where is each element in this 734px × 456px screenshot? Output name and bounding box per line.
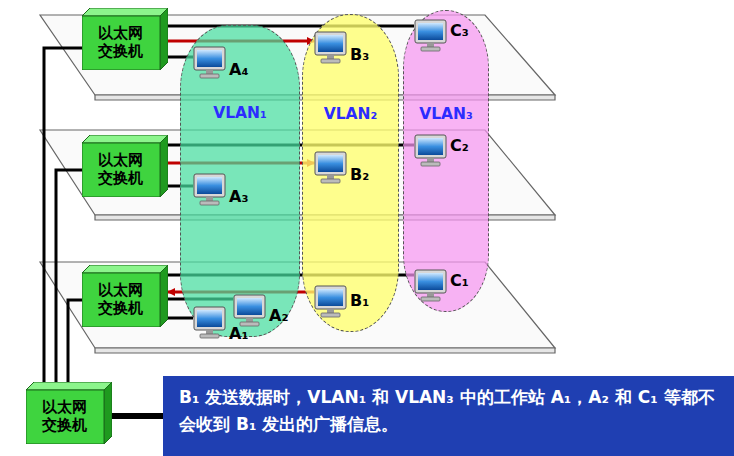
note-box: B₁ 发送数据时，VLAN₁ 和 VLAN₃ 中的工作站 A₁，A₂ 和 C₁ … <box>163 376 734 456</box>
workstation: B₁ <box>314 285 380 325</box>
ethernet-switch: 以太网 交换机 <box>82 265 168 327</box>
station-label: C₃ <box>450 21 469 40</box>
computer-icon <box>193 173 227 207</box>
workstation: A₄ <box>193 46 259 86</box>
workstation: C₂ <box>414 134 480 174</box>
station-label: B₁ <box>350 291 369 310</box>
workstation: C₃ <box>414 19 480 59</box>
switch-label: 以太网 交换机 <box>95 151 145 187</box>
computer-icon <box>314 151 348 185</box>
computer-icon <box>414 19 448 53</box>
vlan-label: VLAN₃ <box>404 105 488 123</box>
link-line <box>168 317 193 320</box>
workstation: B₂ <box>314 151 380 191</box>
workstation: C₁ <box>414 269 480 309</box>
switch-label: 以太网 交换机 <box>95 281 145 317</box>
station-label: A₂ <box>269 306 288 325</box>
computer-icon <box>193 46 227 80</box>
workstation: A₁ <box>193 306 259 346</box>
station-label: C₁ <box>450 271 469 290</box>
switch-text-box: 以太网 交换机 <box>82 16 158 68</box>
station-label: C₂ <box>450 136 469 155</box>
workstation: A₃ <box>193 173 259 213</box>
vlan-region: VLAN₂ B₃ B₂ B₁ <box>302 14 399 332</box>
computer-icon <box>193 306 227 340</box>
workstation: B₃ <box>314 31 380 71</box>
link-line <box>44 48 82 382</box>
uplink-stub <box>110 413 166 419</box>
station-label: A₁ <box>229 324 248 343</box>
computer-icon <box>233 294 267 328</box>
switch-label: 以太网 交换机 <box>95 24 145 60</box>
station-label: B₃ <box>350 45 369 64</box>
ethernet-switch: 以太网 交换机 <box>26 382 112 444</box>
switch-text-box: 以太网 交换机 <box>82 273 158 325</box>
ethernet-switch: 以太网 交换机 <box>82 135 168 197</box>
station-label: A₃ <box>229 187 248 206</box>
switch-text-box: 以太网 交换机 <box>82 143 158 195</box>
floor-edge <box>95 348 555 353</box>
vlan-label: VLAN₂ <box>303 105 398 123</box>
vlan-label: VLAN₁ <box>181 104 299 122</box>
link-line <box>56 170 82 382</box>
note-text: B₁ 发送数据时，VLAN₁ 和 VLAN₃ 中的工作站 A₁，A₂ 和 C₁ … <box>179 384 720 438</box>
station-label: B₂ <box>350 165 369 184</box>
station-label: A₄ <box>229 60 248 79</box>
switch-text-box: 以太网 交换机 <box>26 390 102 442</box>
ethernet-switch: 以太网 交换机 <box>82 8 168 70</box>
vlan-region: VLAN₃ C₃ C₂ C₁ <box>403 10 489 312</box>
computer-icon <box>414 134 448 168</box>
vlan-region: VLAN₁A₄A₃A₂A₁ <box>180 25 300 337</box>
computer-icon <box>314 31 348 65</box>
computer-icon <box>314 285 348 319</box>
link-line <box>68 300 82 382</box>
computer-icon <box>414 269 448 303</box>
switch-label: 以太网 交换机 <box>39 398 89 434</box>
